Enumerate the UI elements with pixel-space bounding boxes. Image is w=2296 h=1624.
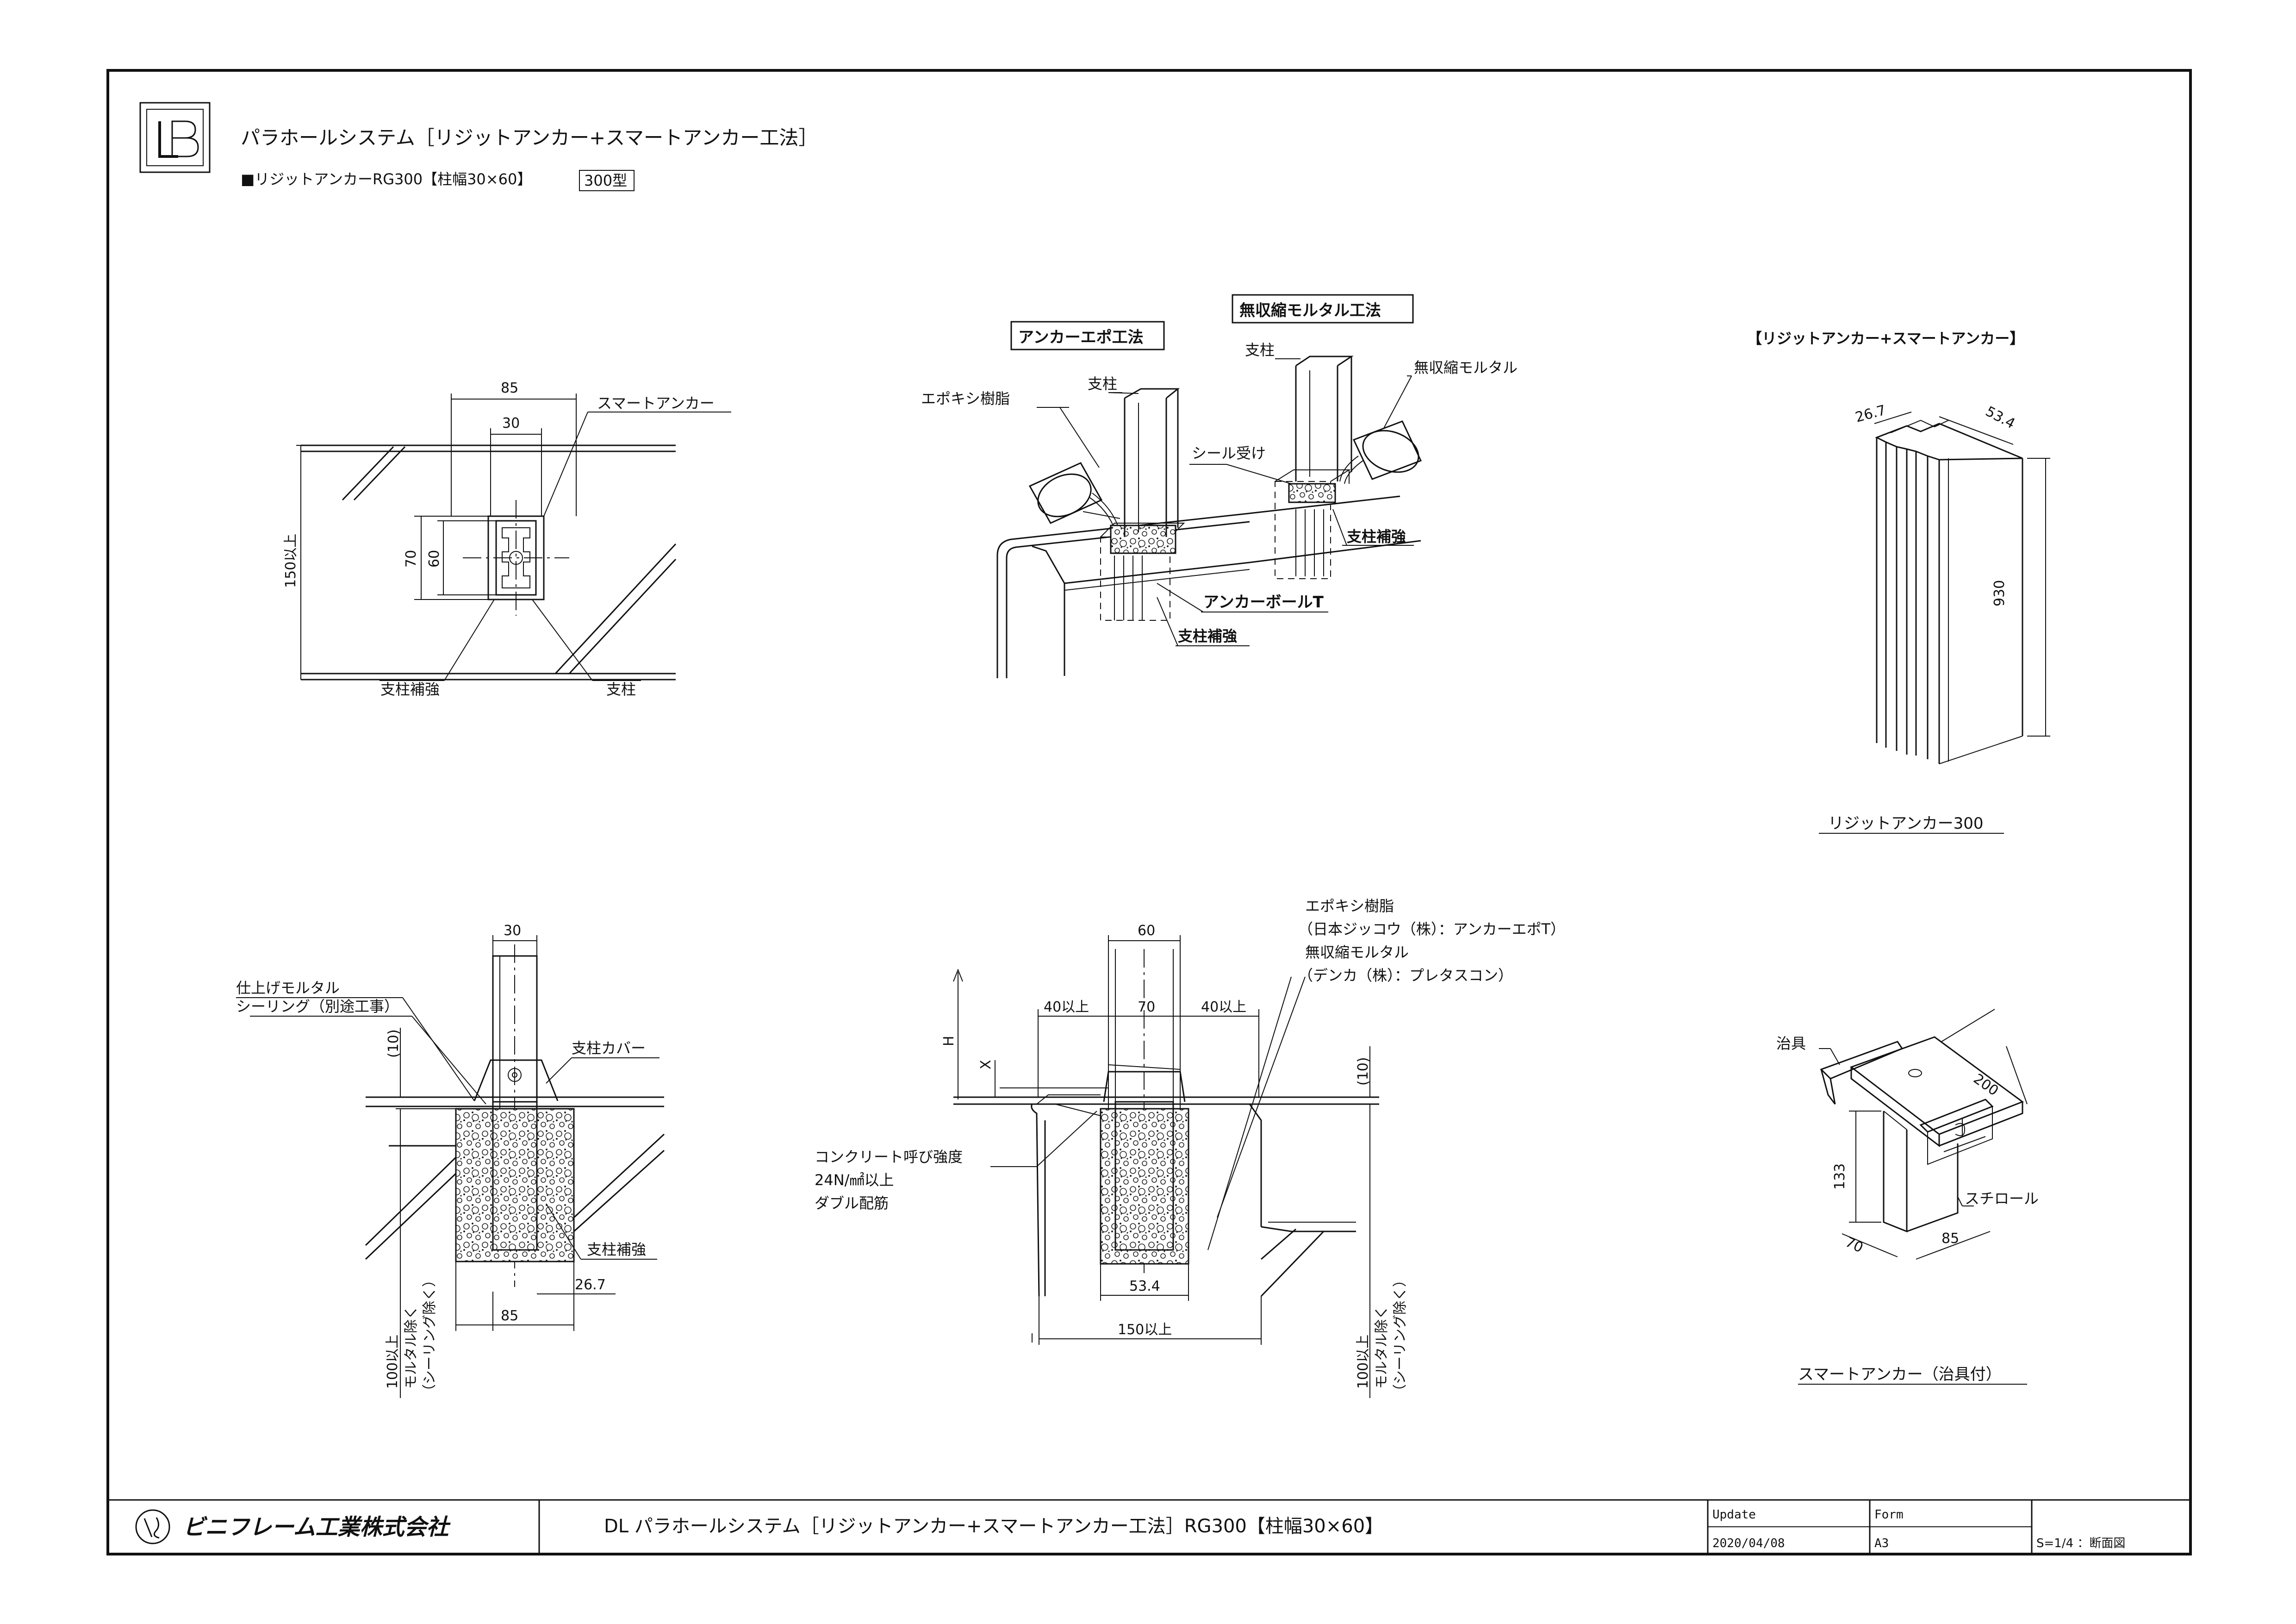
title-block (108, 1499, 2190, 1554)
section-right-depth-2: モルタル除く (1374, 1305, 1390, 1389)
section-right-note-4: （デンカ（株）：プレタスコン） (1298, 967, 1513, 984)
section-right-concrete-3: ダブル配筋 (815, 1194, 889, 1212)
smart-label-jig: 治具 (1776, 1035, 1806, 1052)
plan-dim-85: 85 (501, 380, 518, 396)
perspective-label-reinforce-b: 支柱補強 (1347, 528, 1406, 545)
plan-dim-150: 150以上 (283, 534, 299, 588)
section-left (236, 935, 665, 1398)
logo-lb-icon (139, 102, 211, 173)
smart-dim-70: 70 (1843, 1234, 1866, 1256)
smart-dim-200: 200 (1970, 1071, 2001, 1099)
page-subtitle: ■リジットアンカーRG300【柱幅30×60】 (241, 170, 532, 188)
smart-dim-133: 133 (1832, 1163, 1848, 1190)
section-left-label-reinforce: 支柱補強 (587, 1241, 646, 1258)
section-left-dim-26-7: 26.7 (575, 1277, 606, 1293)
smart-dim-85: 85 (1941, 1230, 1959, 1247)
perspective-view (996, 294, 1422, 678)
section-right-note-3: 無収縮モルタル (1305, 943, 1409, 961)
section-right-label-h: H (941, 1036, 957, 1046)
section-right-depth-1: 100以上 (1355, 1335, 1371, 1389)
rigid-dim-53-4: 53.4 (1983, 403, 2017, 432)
smart-caption: スマートアンカー（治具付） (1798, 1365, 2002, 1384)
company-logo-icon (135, 1509, 170, 1544)
form-label: Form (1874, 1508, 1904, 1522)
scale-note: S=1/4 ：断面図 (2036, 1537, 2125, 1550)
plan-view (296, 394, 731, 681)
section-left-label-sealing: シーリング（別途工事） (236, 998, 399, 1015)
section-right-label-x: X (978, 1060, 994, 1069)
update-value: 2020/04/08 (1712, 1537, 1785, 1550)
section-right-depth-3: （シーリング除く） (1392, 1273, 1408, 1398)
section-right-concrete-2: 24N/㎟以上 (815, 1171, 894, 1189)
rigid-dim-26-7: 26.7 (1854, 402, 1888, 426)
perspective-title-mortar: 無収縮モルタル工法 (1239, 301, 1381, 320)
form-value: A3 (1874, 1537, 1889, 1550)
perspective-label-anchor-ball: アンカーボールT (1203, 593, 1324, 612)
update-label: Update (1712, 1508, 1756, 1522)
section-right-dim-40-left: 40以上 (1044, 999, 1089, 1015)
drawing-title: DL パラホールシステム［リジットアンカー+スマートアンカー工法］RG300【柱… (604, 1516, 1383, 1537)
perspective-label-seal: シール受け (1192, 444, 1266, 462)
perspective-label-reinforce-a: 支柱補強 (1178, 627, 1237, 645)
company-name: ビニフレーム工業株式会社 (183, 1514, 451, 1540)
section-right-dim-53-4: 53.4 (1129, 1278, 1160, 1294)
perspective-title-epo: アンカーエポ工法 (1018, 328, 1144, 347)
smart-anchor-drawing (1798, 1009, 2028, 1385)
section-right-concrete-1: コンクリート呼び強度 (815, 1148, 963, 1166)
page-title: パラホールシステム［リジットアンカー+スマートアンカー工法］ (241, 126, 818, 149)
section-left-dim-10: (10) (386, 1029, 402, 1058)
sheet-border (106, 69, 2192, 1555)
section-right-note-1: エポキシ樹脂 (1305, 897, 1394, 915)
rigid-anchor-title: 【リジットアンカー+スマートアンカー】 (1747, 330, 2024, 347)
perspective-label-post-a: 支柱 (1088, 375, 1117, 393)
section-left-depth-3: （シーリング除く） (422, 1273, 438, 1398)
section-left-label-finish: 仕上げモルタル (236, 979, 340, 997)
section-right-dim-60: 60 (1138, 923, 1155, 939)
plan-label-reinforce: 支柱補強 (380, 681, 440, 698)
plan-dim-30: 30 (502, 415, 520, 431)
section-left-dim-30: 30 (504, 923, 521, 939)
section-left-label-cover: 支柱カバー (572, 1039, 646, 1057)
type-badge-frame (579, 170, 635, 191)
section-right-dim-150: 150以上 (1118, 1322, 1172, 1338)
perspective-label-epoxy: エポキシ樹脂 (921, 390, 1010, 407)
rigid-caption: リジットアンカー300 (1828, 814, 1984, 833)
perspective-label-mortar: 無収縮モルタル (1414, 359, 1518, 376)
section-right-note-2: （日本ジッコウ（株）：アンカーエポT） (1298, 920, 1565, 938)
rigid-anchor-drawing (1819, 412, 2050, 834)
section-left-depth-2: モルタル除く (403, 1305, 419, 1389)
plan-dim-60: 60 (426, 550, 442, 568)
section-left-dim-85: 85 (501, 1308, 518, 1324)
type-badge: 300型 (584, 172, 627, 189)
smart-label-styrofoam: スチロール (1965, 1190, 2039, 1207)
perspective-label-post-b: 支柱 (1245, 341, 1275, 359)
section-right-dim-70: 70 (1138, 999, 1155, 1015)
section-left-depth-1: 100以上 (385, 1335, 401, 1389)
plan-label-post: 支柱 (606, 681, 636, 698)
section-right-dim-40-right: 40以上 (1201, 999, 1246, 1015)
plan-dim-70: 70 (403, 550, 419, 568)
plan-label-smart-anchor: スマートアンカー (597, 394, 715, 412)
section-right (953, 935, 1379, 1398)
rigid-dim-930: 930 (1991, 580, 2008, 606)
section-right-dim-10: (10) (1355, 1057, 1371, 1086)
